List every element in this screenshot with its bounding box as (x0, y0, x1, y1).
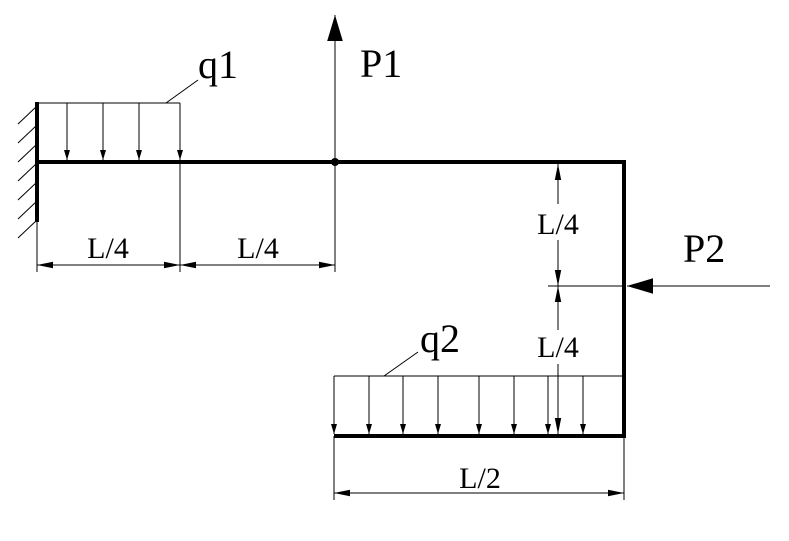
dimension-seg2: L/4 (180, 232, 335, 269)
distributed-load-q1: q1 (37, 42, 238, 160)
dim-vert-upper-label: L/4 (537, 208, 579, 241)
q2-label: q2 (420, 316, 460, 361)
dim-seg1-label: L/4 (87, 232, 129, 265)
point-load-p2: P2 (627, 226, 770, 294)
dim-seg2-label: L/4 (237, 232, 279, 265)
frame-beam (37, 160, 626, 438)
fixed-support (17, 102, 39, 239)
dimension-seg1: L/4 (37, 232, 180, 269)
p2-label: P2 (683, 226, 725, 271)
dimension-vert-upper: L/4 (528, 164, 586, 286)
dim-vert-lower-label: L/4 (537, 331, 579, 364)
dimension-vert-lower: L/4 (528, 286, 586, 434)
point-load-p1: P1 (327, 15, 402, 160)
dim-bottom-label: L/2 (459, 462, 501, 495)
q1-label: q1 (198, 42, 238, 87)
p1-label: P1 (360, 41, 402, 86)
distributed-load-q2: q2 (331, 316, 622, 434)
dimension-bottom: L/2 (334, 462, 624, 497)
extension-lines (36, 162, 626, 500)
